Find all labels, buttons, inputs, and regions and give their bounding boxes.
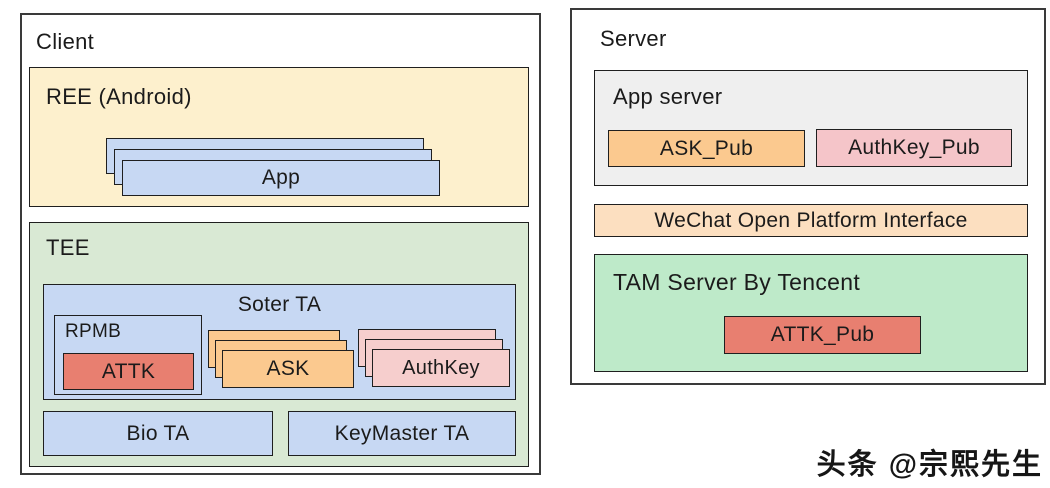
server-title: Server [600,26,667,51]
attk-pub-label: ATTK_Pub [770,323,875,346]
app-label: App [261,166,301,189]
wechat-interface-label: WeChat Open Platform Interface [654,208,968,232]
attk-box: ATTK [63,353,194,390]
tam-server-box: TAM Server By Tencent ATTK_Pub [594,254,1028,372]
attk-pub-box: ATTK_Pub [724,316,921,354]
ask-card: ASK [222,350,354,388]
app-server-title: App server [613,84,723,109]
ree-title: REE (Android) [46,84,192,109]
rpmb-title: RPMB [65,321,122,342]
server-box: Server App server ASK_Pub AuthKey_Pub We… [570,8,1046,385]
ask-label: ASK [266,357,310,380]
app-card: App [122,160,440,196]
watermark: 头条 @宗熙先生 [816,449,1043,481]
client-box: Client REE (Android) App TEE Soter TA RP… [20,13,541,475]
soter-ta-title: Soter TA [237,293,322,316]
tee-box: TEE Soter TA RPMB ATTK ASK AuthKey [29,222,529,467]
tam-server-title: TAM Server By Tencent [613,269,861,295]
wechat-interface-box: WeChat Open Platform Interface [594,204,1028,237]
authkey-pub-label: AuthKey_Pub [848,136,980,159]
ask-pub-label: ASK_Pub [659,136,754,160]
rpmb-box: RPMB ATTK [54,315,202,395]
authkey-label: AuthKey [402,356,480,379]
attk-label: ATTK [101,359,156,383]
keymaster-ta-label: KeyMaster TA [334,421,470,445]
client-title: Client [36,29,95,54]
keymaster-ta-box: KeyMaster TA [288,411,516,456]
authkey-card: AuthKey [372,349,510,387]
authkey-pub-box: AuthKey_Pub [816,129,1012,167]
soter-ta-box: Soter TA RPMB ATTK ASK AuthKey [43,284,516,400]
ask-pub-box: ASK_Pub [608,130,805,167]
app-server-box: App server ASK_Pub AuthKey_Pub [594,70,1028,186]
ree-box: REE (Android) App [29,67,529,207]
tee-title: TEE [46,235,90,260]
bio-ta-label: Bio TA [126,421,190,445]
bio-ta-box: Bio TA [43,411,273,456]
